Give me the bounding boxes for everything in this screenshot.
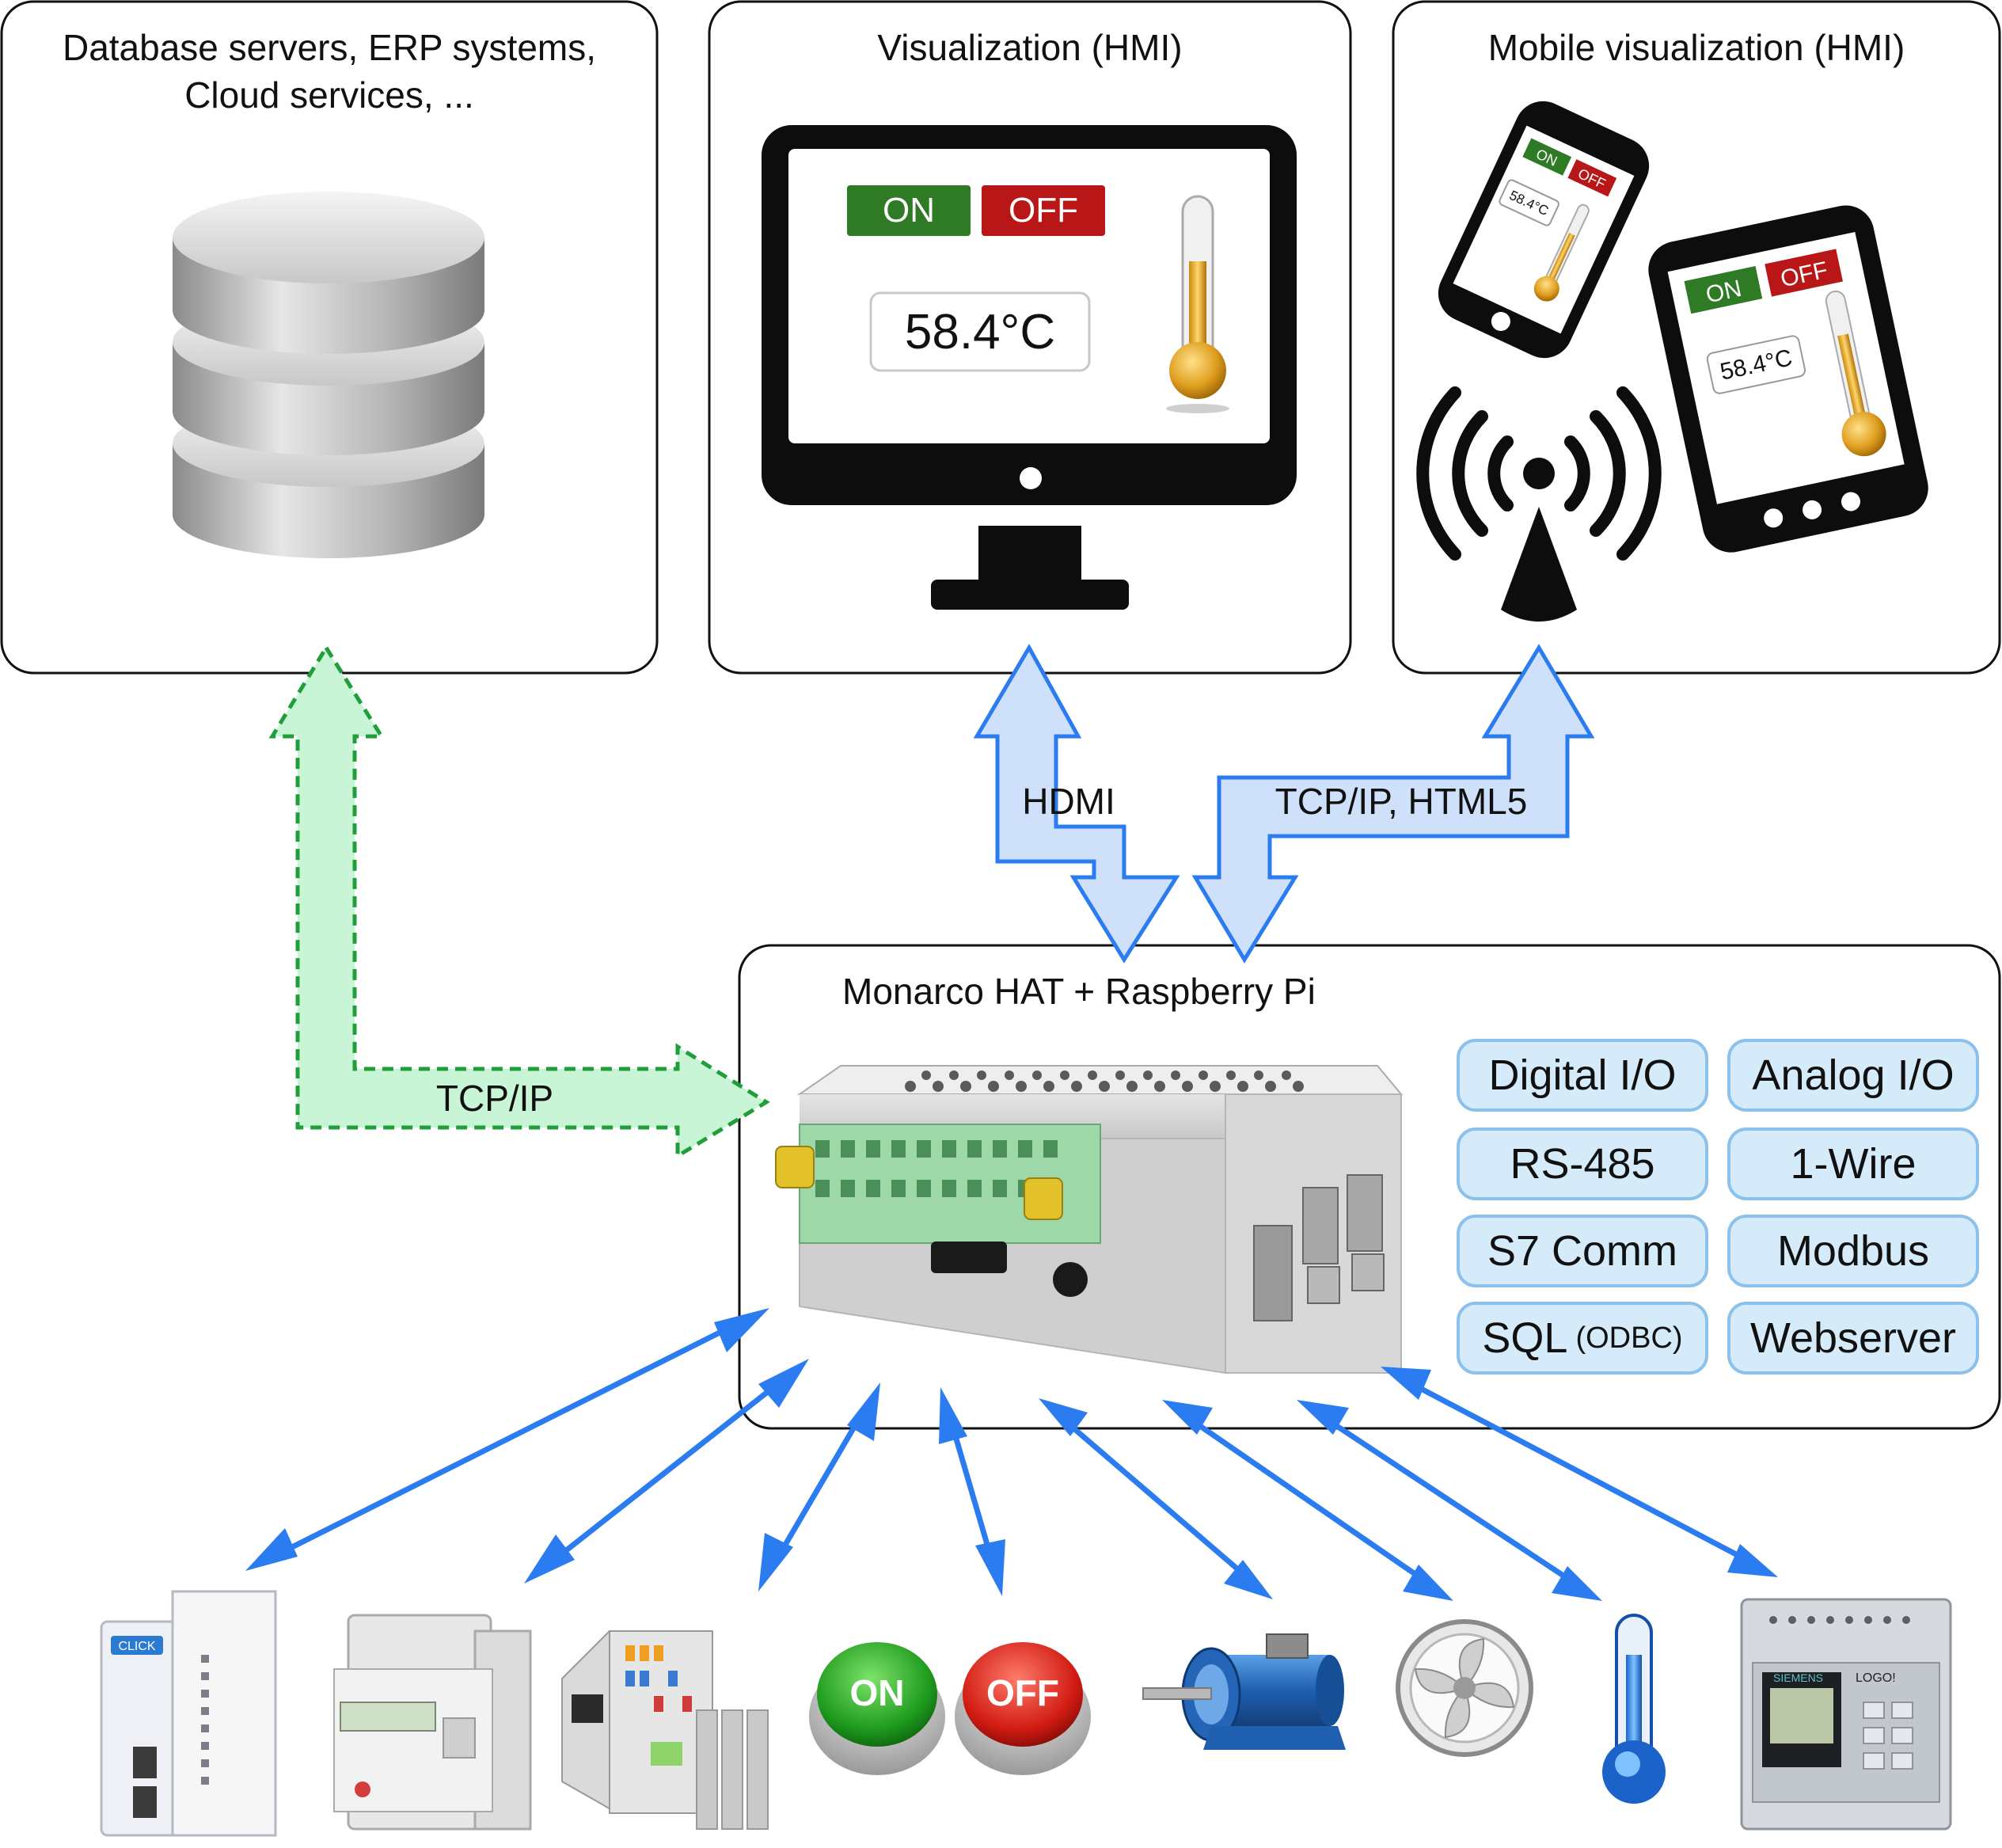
thermometer-icon [1166, 195, 1229, 413]
tcpip-arrow [268, 644, 770, 1160]
feature-label: Webserver [1749, 1314, 1957, 1362]
off-label: OFF [1009, 191, 1078, 230]
device-link-arrows [245, 1308, 1778, 1601]
database-panel-title: Database servers, ERP systems, Cloud ser… [2, 24, 657, 119]
tablet-icon: ON OFF 58.4°C [1648, 205, 1928, 553]
feature-modbus: Modbus [1727, 1215, 1979, 1287]
off-button [982, 185, 1105, 236]
feature-webserver: Webserver [1727, 1302, 1979, 1375]
feature-label: Digital I/O [1488, 1051, 1677, 1099]
visualization-panel-title: Visualization (HMI) [877, 27, 1183, 68]
fan-icon [1396, 1619, 1533, 1757]
red-off-pushbutton-icon: OFF [955, 1642, 1091, 1775]
tcpip-html5-arrow [1191, 644, 1595, 964]
feature-analog-io: Analog I/O [1727, 1039, 1979, 1112]
feature-label: RS-485 [1510, 1140, 1655, 1188]
monitor-icon: ON OFF 58.4°C [762, 125, 1297, 610]
hdmi-label: HDMI [1022, 781, 1115, 822]
feature-label: Analog I/O [1752, 1051, 1955, 1099]
temperature-display [869, 291, 1091, 372]
electric-motor-icon [1142, 1633, 1346, 1750]
monarco-panel-title: Monarco HAT + Raspberry Pi [842, 971, 1316, 1012]
feature-sql: SQL(ODBC) [1457, 1302, 1708, 1375]
feature-label: S7 Comm [1487, 1227, 1678, 1275]
phone-icon: ON OFF 58.4°C [1438, 101, 1650, 359]
on-label: ON [883, 191, 935, 230]
database-title-line-1: Database servers, ERP systems, [62, 27, 597, 68]
logo-model: LOGO! [1856, 1671, 1896, 1685]
feature-rs485: RS-485 [1457, 1127, 1708, 1200]
feature-s7comm: S7 Comm [1457, 1215, 1708, 1287]
mobile-panel-title: Mobile visualization (HMI) [1487, 27, 1905, 68]
tcpip-label: TCP/IP [435, 1078, 554, 1119]
tcpip-html5-label: TCP/IP, HTML5 [1275, 781, 1528, 822]
temperature-value: 58.4°C [905, 305, 1055, 359]
click-plc-icon: CLICK [100, 1590, 277, 1837]
feature-label: 1-Wire [1790, 1140, 1917, 1188]
hdmi-arrow [973, 643, 1180, 964]
feature-label: Modbus [1776, 1227, 1930, 1275]
database-icon [173, 192, 484, 558]
feature-suffix: (ODBC) [1575, 1321, 1683, 1355]
wireless-antenna-icon [1416, 386, 1662, 622]
feature-digital-io: Digital I/O [1457, 1039, 1708, 1112]
off-pushbutton-label: OFF [986, 1672, 1059, 1713]
on-button [847, 185, 971, 236]
on-pushbutton-label: ON [850, 1672, 905, 1713]
modular-io-icon [561, 1630, 769, 1830]
feature-label: SQL [1482, 1314, 1568, 1362]
energy-meter-icon [333, 1614, 532, 1831]
feature-1wire: 1-Wire [1727, 1127, 1979, 1200]
siemens-logo-controller-icon: SIEMENS LOGO! [1740, 1598, 1952, 1831]
plc-brand: CLICK [118, 1640, 155, 1653]
database-title-line-2: Cloud services, ... [184, 74, 474, 116]
green-on-pushbutton-icon: ON [809, 1642, 945, 1775]
siemens-brand: SIEMENS [1773, 1671, 1823, 1684]
thermometer-sensor-icon [1602, 1614, 1666, 1804]
